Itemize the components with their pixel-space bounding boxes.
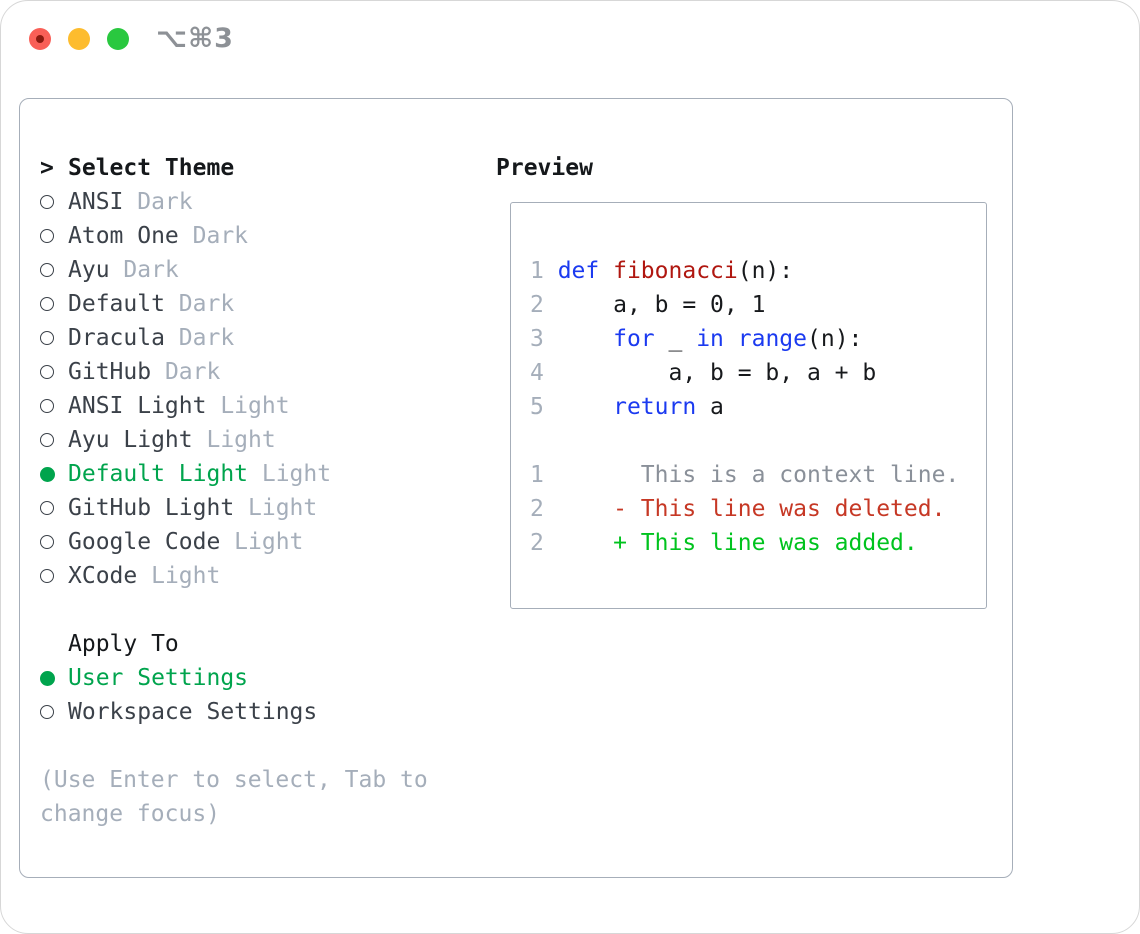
theme-option-google-code[interactable]: Google Code Light — [40, 525, 476, 559]
theme-option-ayu[interactable]: Ayu Dark — [40, 253, 476, 287]
preview-code-line: 1 def fibonacci(n): — [530, 258, 794, 284]
radio-unselected-icon — [40, 399, 54, 413]
theme-option-label: Default Light — [68, 461, 249, 487]
preview-code-line: 2 a, b = 0, 1 — [530, 292, 766, 318]
keyboard-hint: (Use Enter to select, Tab to change focu… — [40, 767, 428, 827]
theme-variant-badge: Dark — [137, 189, 193, 215]
preview-code-line — [530, 424, 986, 458]
theme-option-github[interactable]: GitHub Dark — [40, 355, 476, 389]
theme-option-label: Dracula — [68, 325, 165, 351]
radio-unselected-icon — [40, 501, 54, 515]
theme-option-label: Ayu Light — [68, 427, 193, 453]
window-shortcut-label: ⌥⌘3 — [156, 23, 234, 54]
theme-variant-badge: Light — [151, 563, 221, 589]
theme-option-atom-one[interactable]: Atom One Dark — [40, 219, 476, 253]
minimize-button[interactable] — [68, 28, 90, 50]
theme-variant-badge: Dark — [178, 325, 235, 351]
focus-chevron-icon: > — [40, 155, 54, 181]
theme-option-label: Atom One — [68, 223, 179, 249]
theme-variant-badge: Dark — [178, 291, 235, 317]
theme-variant-badge: Light — [206, 427, 276, 453]
apply-to-title-row: Apply To — [40, 627, 476, 661]
radio-unselected-icon — [40, 195, 54, 209]
theme-option-label: GitHub Light — [68, 495, 235, 521]
preview-code-line: 2 + This line was added. — [530, 530, 918, 556]
preview-code-line: 5 return a — [530, 394, 724, 420]
theme-variant-badge: Dark — [164, 359, 221, 385]
theme-option-label: Ayu — [68, 257, 110, 283]
preview-box: 1 def fibonacci(n): 2 a, b = 0, 1 3 for _ … — [510, 202, 987, 609]
radio-selected-icon — [40, 670, 55, 686]
radio-unselected-icon — [40, 705, 54, 719]
theme-option-dracula[interactable]: Dracula Dark — [40, 321, 476, 355]
radio-unselected-icon — [40, 433, 54, 447]
preview-code-line: 2 - This line was deleted. — [530, 496, 946, 522]
theme-variant-badge: Dark — [123, 257, 179, 283]
theme-option-default[interactable]: Default Dark — [40, 287, 476, 321]
theme-option-label: ANSI — [68, 189, 124, 215]
apply-option-workspace-settings[interactable]: Workspace Settings — [40, 695, 476, 729]
radio-unselected-icon — [40, 365, 54, 379]
edited-indicator-dot — [36, 35, 44, 43]
radio-selected-icon — [40, 466, 55, 482]
radio-unselected-icon — [40, 297, 54, 311]
theme-option-github-light[interactable]: GitHub Light Light — [40, 491, 476, 525]
theme-option-label: GitHub — [68, 359, 152, 385]
theme-variant-badge: Dark — [192, 223, 249, 249]
preview-title: Preview — [496, 155, 593, 181]
radio-unselected-icon — [40, 569, 54, 583]
theme-option-xcode[interactable]: XCode Light — [40, 559, 476, 593]
theme-option-default-light[interactable]: Default Light Light — [40, 457, 476, 491]
preview-code-line: 4 a, b = b, a + b — [530, 360, 877, 386]
theme-list-title: Select Theme — [68, 155, 235, 181]
radio-unselected-icon — [40, 535, 54, 549]
apply-option-user-settings[interactable]: User Settings — [40, 661, 476, 695]
close-button[interactable] — [29, 28, 51, 50]
theme-option-label: Default — [68, 291, 165, 317]
theme-option-ayu-light[interactable]: Ayu Light Light — [40, 423, 476, 457]
theme-option-label: Google Code — [68, 529, 221, 555]
theme-list-title-row: > Select Theme — [40, 151, 476, 185]
zoom-button[interactable] — [107, 28, 129, 50]
preview-code-line: 3 for _ in range(n): — [530, 326, 863, 352]
theme-option-ansi[interactable]: ANSI Dark — [40, 185, 476, 219]
radio-unselected-icon — [40, 331, 54, 345]
radio-unselected-icon — [40, 263, 54, 277]
theme-variant-badge: Light — [220, 393, 290, 419]
theme-variant-badge: Light — [234, 529, 304, 555]
preview-code-line: 1 This is a context line. — [530, 462, 960, 488]
apply-option-label: Workspace Settings — [68, 699, 318, 725]
theme-option-ansi-light[interactable]: ANSI Light Light — [40, 389, 476, 423]
theme-variant-badge: Light — [261, 461, 332, 487]
preview-code: 1 def fibonacci(n): 2 a, b = 0, 1 3 for _ … — [530, 254, 986, 560]
theme-option-label: XCode — [68, 563, 138, 589]
theme-option-label: ANSI Light — [68, 393, 207, 419]
apply-option-label: User Settings — [68, 665, 249, 691]
apply-to-title: Apply To — [68, 631, 179, 657]
radio-unselected-icon — [40, 229, 54, 243]
theme-variant-badge: Light — [248, 495, 318, 521]
